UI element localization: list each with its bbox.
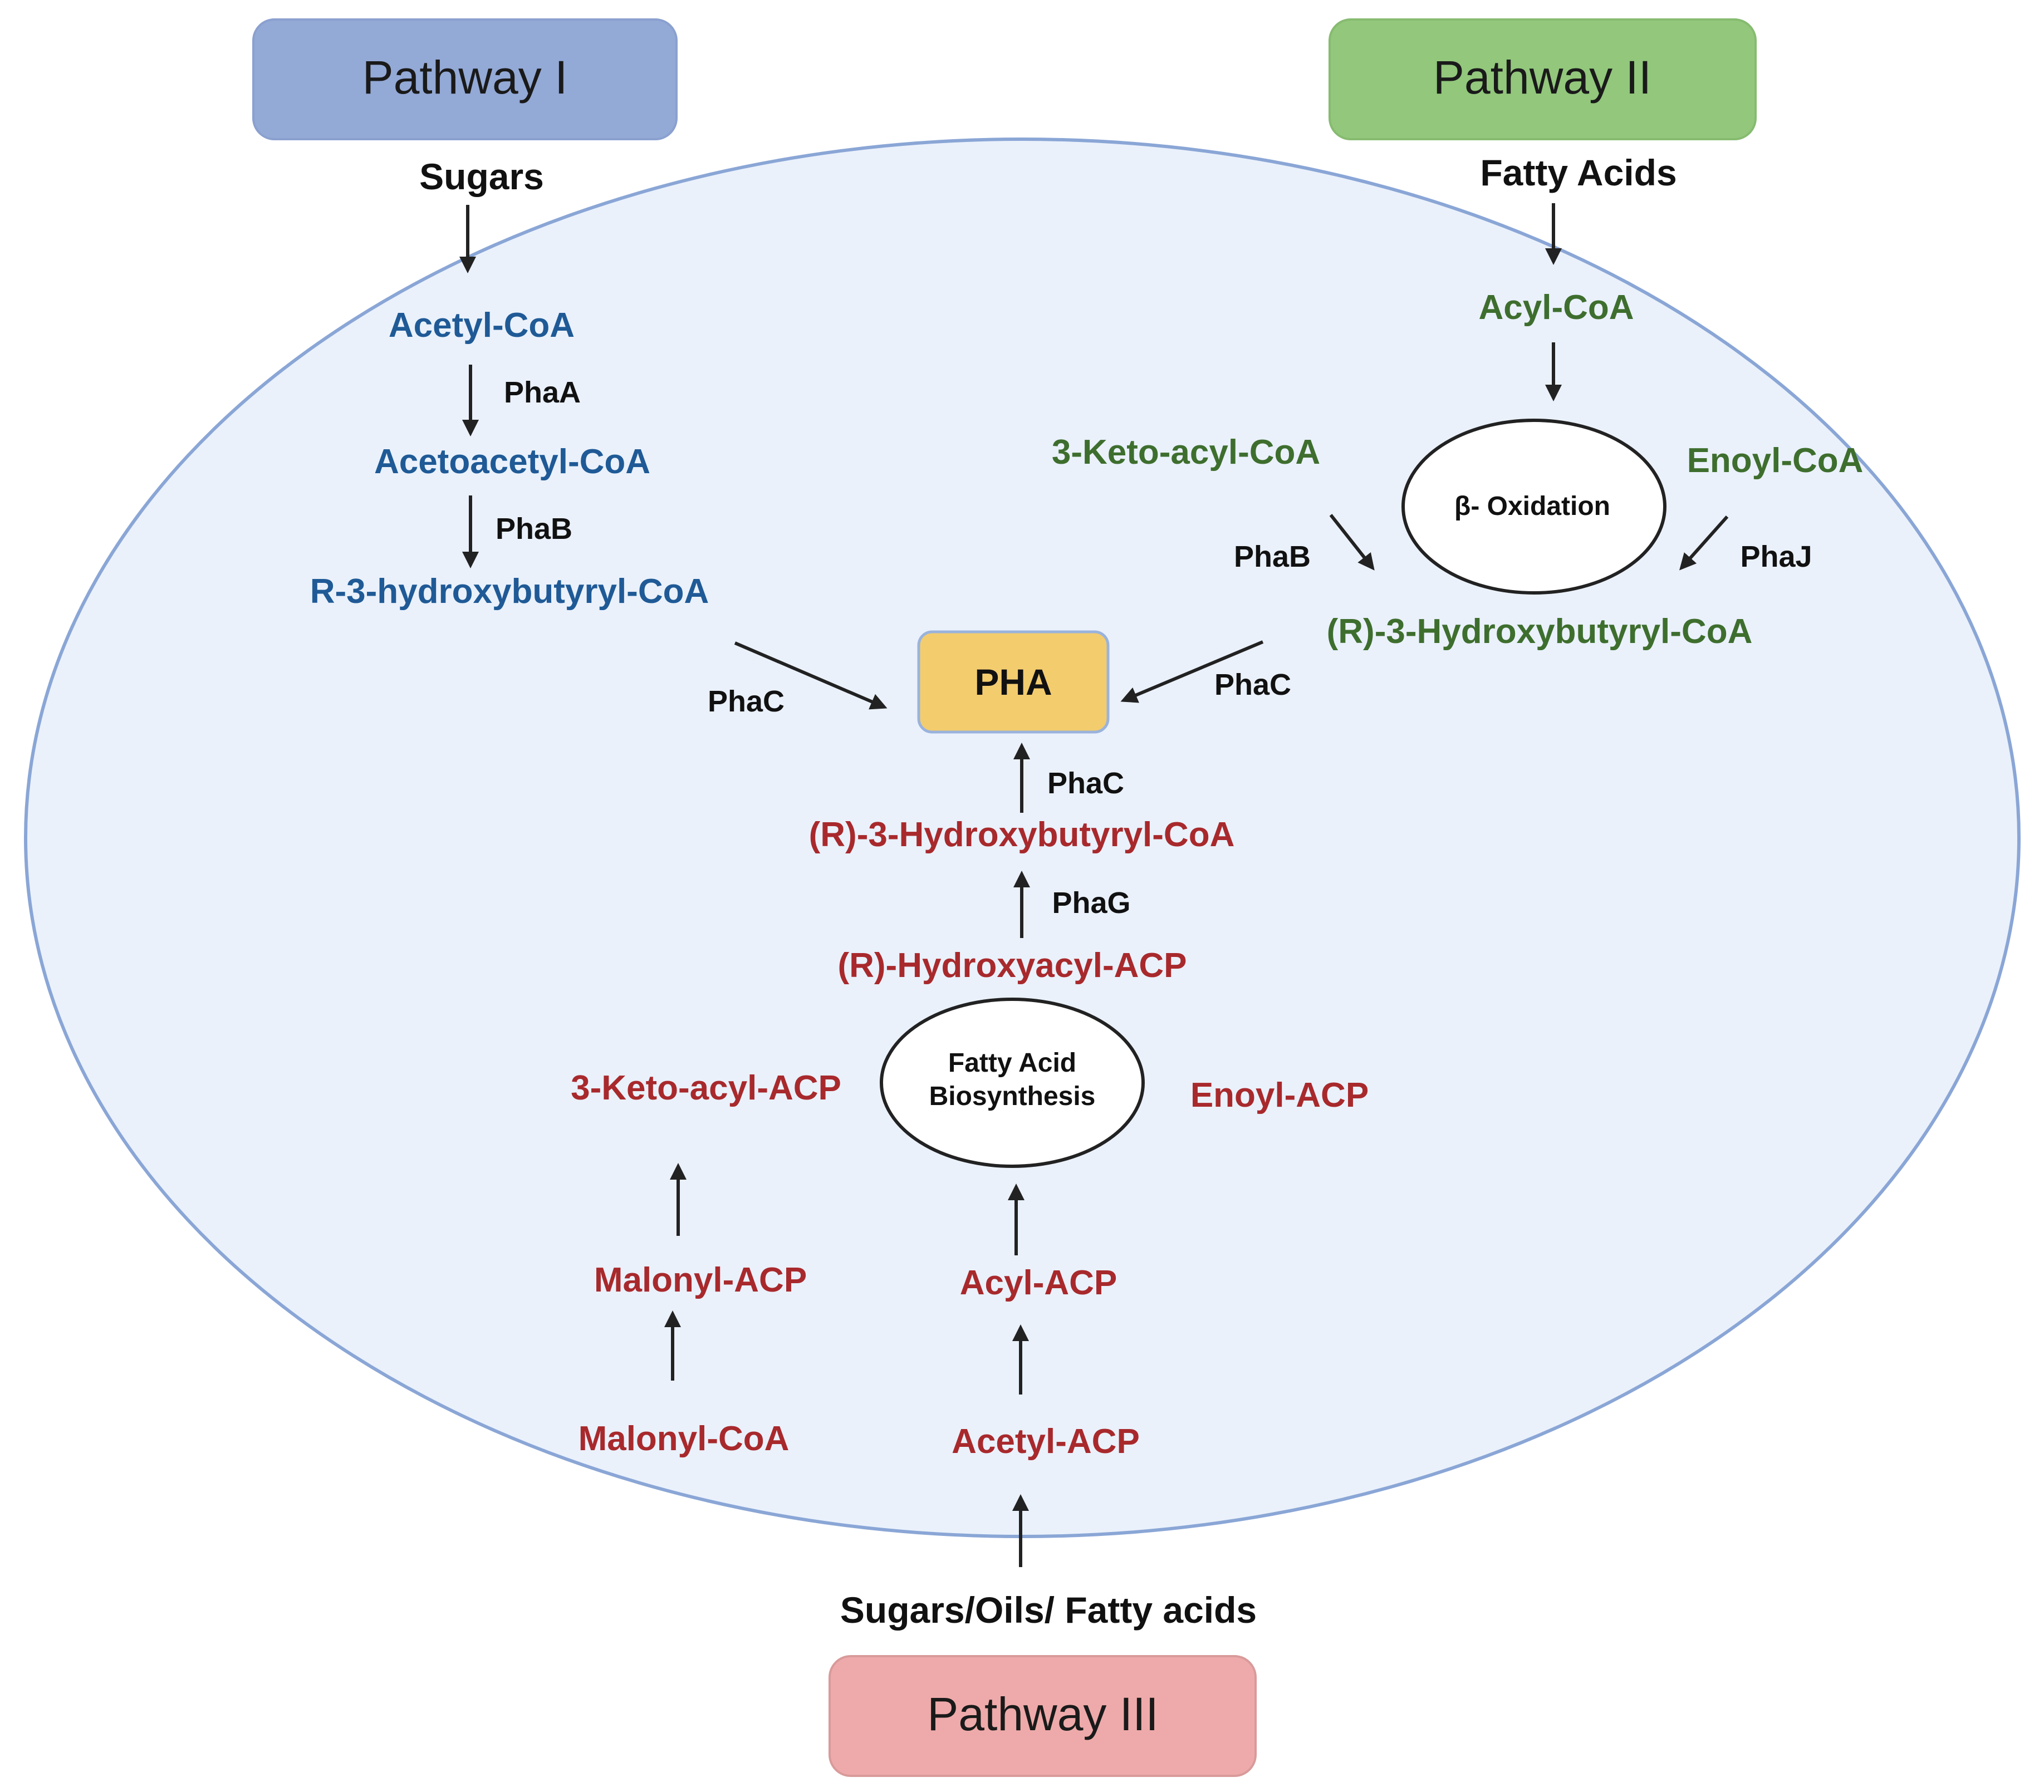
- pathway-3-header: Pathway III: [829, 1655, 1257, 1777]
- p3-r3-hydroxybutyryl-coa: (R)-3-Hydroxybutyryl-CoA: [809, 816, 1235, 854]
- p2-r3-hydroxybutyryl-coa: (R)-3-Hydroxybutyryl-CoA: [1327, 612, 1753, 651]
- arrow-p1-to-pha: [734, 641, 888, 710]
- p3-enzyme-phaC: PhaC: [1047, 767, 1124, 800]
- p1-enzyme-phaA: PhaA: [504, 376, 581, 409]
- fatty-acid-biosynthesis-cycle: Fatty Acid Biosynthesis: [880, 998, 1145, 1168]
- p3-acetyl-acp: Acetyl-ACP: [952, 1422, 1140, 1461]
- p1-r3-hydroxybutyryl-coa: R-3-hydroxybutyryl-CoA: [310, 572, 709, 611]
- source-sugars: Sugars: [419, 156, 544, 197]
- p1-acetyl-coa: Acetyl-CoA: [389, 306, 575, 345]
- p3-r-hydroxyacyl-acp: (R)-Hydroxyacyl-ACP: [837, 946, 1187, 985]
- arrow-enoyl-coa-to-r3hb: [1679, 515, 1729, 571]
- source-sugars-oils-fatty-acids: Sugars/Oils/ Fatty acids: [840, 1589, 1257, 1631]
- p3-3-keto-acyl-acp: 3-Keto-acyl-ACP: [571, 1069, 841, 1107]
- p2-acyl-coa: Acyl-CoA: [1478, 288, 1634, 327]
- p3-enzyme-phaG: PhaG: [1052, 886, 1130, 920]
- p3-acyl-acp: Acyl-ACP: [960, 1264, 1117, 1302]
- p3-malonyl-acp: Malonyl-ACP: [594, 1261, 807, 1299]
- pathway-2-title: Pathway II: [1433, 51, 1651, 104]
- pathway-3-title: Pathway III: [927, 1688, 1159, 1740]
- pathway-1-title: Pathway I: [362, 51, 568, 104]
- source-fatty-acids: Fatty Acids: [1480, 152, 1677, 193]
- p3-malonyl-coa: Malonyl-CoA: [579, 1420, 790, 1458]
- p3-enoyl-acp: Enoyl-ACP: [1190, 1076, 1369, 1115]
- arrow-keto-acyl-coa-to-r3hb: [1329, 514, 1375, 571]
- p2-enzyme-phaB: PhaB: [1234, 540, 1311, 573]
- fab-label-line2: Biosynthesis: [929, 1082, 1096, 1111]
- p2-enzyme-phaJ: PhaJ: [1740, 540, 1812, 573]
- arrow-p2-to-pha: [1120, 640, 1264, 703]
- beta-oxidation-label: β- Oxidation: [1454, 492, 1610, 521]
- pathway-1-header: Pathway I: [252, 18, 678, 140]
- p2-3-keto-acyl-coa: 3-Keto-acyl-CoA: [1052, 433, 1320, 472]
- p1-enzyme-phaB: PhaB: [496, 512, 572, 546]
- p1-enzyme-phaC: PhaC: [708, 685, 785, 718]
- pha-box: PHA: [917, 630, 1110, 734]
- p2-enoyl-coa: Enoyl-CoA: [1687, 441, 1864, 480]
- beta-oxidation-cycle: β- Oxidation: [1401, 419, 1666, 595]
- fab-label-line1: Fatty Acid: [948, 1048, 1076, 1078]
- pathway-2-header: Pathway II: [1329, 18, 1757, 140]
- pha-label: PHA: [974, 661, 1052, 703]
- p1-acetoacetyl-coa: Acetoacetyl-CoA: [374, 443, 650, 481]
- p2-enzyme-phaC: PhaC: [1214, 668, 1291, 701]
